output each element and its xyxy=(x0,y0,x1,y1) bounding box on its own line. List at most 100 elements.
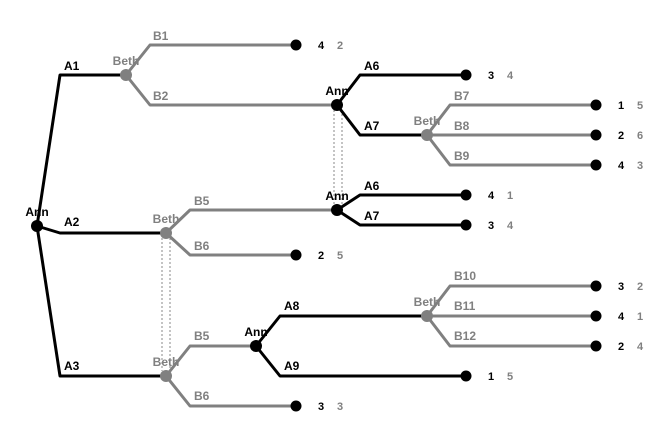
ann-payoff: 4 xyxy=(488,190,495,202)
node-dot xyxy=(331,99,343,111)
player-label: Beth xyxy=(153,212,180,226)
move-b6-edge: B6 xyxy=(164,375,296,408)
terminal-dot xyxy=(590,159,602,171)
ann-decision-node: Ann xyxy=(325,84,349,111)
node-dot xyxy=(250,340,262,352)
player-label: Beth xyxy=(113,54,140,68)
terminal-dot xyxy=(590,280,602,292)
move-label: A1 xyxy=(64,59,80,73)
move-b5-edge: B5 xyxy=(164,329,256,377)
move-label: A3 xyxy=(64,359,80,373)
beth-payoff: 5 xyxy=(337,250,343,262)
edges: A1A2A3B1B2A6A7B7B8B9B5B6A6A7B5B6A8A9B10B… xyxy=(35,29,596,408)
node-dot xyxy=(160,227,172,239)
move-label: A2 xyxy=(64,215,80,229)
move-b12-edge: B12 xyxy=(425,315,596,348)
node-dot xyxy=(421,310,433,322)
move-a6-edge: A6 xyxy=(336,179,466,212)
move-a3-edge: A3 xyxy=(35,225,166,378)
beth-decision-node: Beth xyxy=(153,212,180,239)
beth-payoff: 2 xyxy=(337,40,343,52)
player-label: Beth xyxy=(414,114,441,128)
beth-payoff: 6 xyxy=(637,130,643,142)
move-b7-edge: B7 xyxy=(425,89,596,136)
ann-payoff: 3 xyxy=(318,401,324,413)
move-label: B1 xyxy=(153,29,169,43)
move-label: B10 xyxy=(454,269,476,283)
player-label: Ann xyxy=(325,189,348,203)
ann-payoff: 1 xyxy=(618,100,624,112)
beth-information-set-connector xyxy=(161,238,171,371)
move-a6-edge: A6 xyxy=(335,59,466,106)
ann-payoff: 4 xyxy=(318,40,325,52)
node-dot xyxy=(331,204,343,216)
move-label: A8 xyxy=(284,299,300,313)
move-label: B7 xyxy=(454,89,470,103)
node-dot xyxy=(160,370,172,382)
terminal-dot xyxy=(590,340,602,352)
move-label: B8 xyxy=(454,119,470,133)
move-b8-edge: B8 xyxy=(427,119,596,137)
move-a1-edge: A1 xyxy=(35,59,126,227)
node-dot xyxy=(120,69,132,81)
move-b1-edge: B1 xyxy=(124,29,296,76)
beth-payoff: 4 xyxy=(507,220,514,232)
player-label: Ann xyxy=(25,205,48,219)
ann-payoff: 3 xyxy=(618,281,624,293)
beth-payoff: 3 xyxy=(637,160,643,172)
terminal-dot xyxy=(590,310,602,322)
move-b10-edge: B10 xyxy=(425,269,596,317)
beth-payoff: 4 xyxy=(507,70,514,82)
move-b6-edge: B6 xyxy=(164,231,296,257)
ann-payoff: 2 xyxy=(618,130,624,142)
move-a7-edge: A7 xyxy=(336,208,466,227)
terminal-dot xyxy=(290,39,302,51)
beth-payoff: 3 xyxy=(337,401,343,413)
terminal-dot xyxy=(290,400,302,412)
ann-payoff: 4 xyxy=(618,311,625,323)
beth-decision-node: Beth xyxy=(414,295,441,322)
move-b5-edge: B5 xyxy=(164,194,337,235)
ann-payoff: 3 xyxy=(488,220,494,232)
player-label: Ann xyxy=(244,325,267,339)
ann-payoff: 2 xyxy=(318,250,324,262)
node-dot xyxy=(31,220,43,232)
beth-decision-node: Beth xyxy=(414,114,441,141)
terminal-dot xyxy=(460,189,472,201)
move-label: B12 xyxy=(454,329,476,343)
move-label: B11 xyxy=(454,299,476,313)
terminal-dot xyxy=(460,370,472,382)
beth-payoff: 5 xyxy=(507,371,513,383)
ann-payoff: 4 xyxy=(618,160,625,172)
ann-payoff: 1 xyxy=(488,371,494,383)
terminal-dot xyxy=(460,69,472,81)
beth-payoff: 5 xyxy=(637,100,643,112)
player-label: Beth xyxy=(414,295,441,309)
ann-decision-node: Ann xyxy=(325,189,349,216)
terminal-dot xyxy=(590,129,602,141)
move-label: A9 xyxy=(284,359,300,373)
move-label: A7 xyxy=(364,209,380,223)
player-label: Beth xyxy=(153,355,180,369)
move-label: B6 xyxy=(194,389,210,403)
terminal-dot xyxy=(590,99,602,111)
move-label: A6 xyxy=(364,179,380,193)
player-label: Ann xyxy=(325,84,348,98)
beth-payoff: 2 xyxy=(637,281,643,293)
move-label: B5 xyxy=(194,329,210,343)
ann-payoff: 3 xyxy=(488,70,494,82)
terminal-dot xyxy=(460,219,472,231)
beth-payoff: 4 xyxy=(637,341,644,353)
